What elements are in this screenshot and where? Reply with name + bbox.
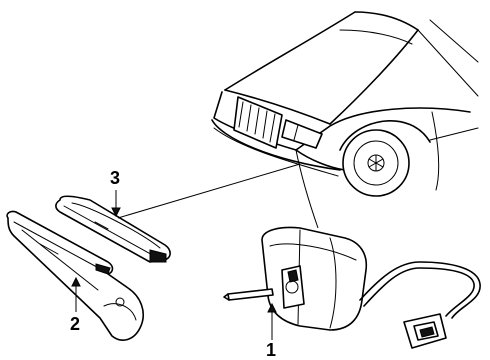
- arrowheads: [71, 207, 277, 313]
- callout-3-number: 3: [110, 168, 120, 188]
- car-front-illustration: [211, 11, 479, 197]
- callout-1-number: 1: [266, 340, 276, 360]
- part-2-side-lamp: [6, 210, 144, 341]
- callout-2-number: 2: [70, 314, 80, 334]
- part-3-lamp-lens: [55, 195, 171, 263]
- part-1-actuator: [223, 226, 481, 349]
